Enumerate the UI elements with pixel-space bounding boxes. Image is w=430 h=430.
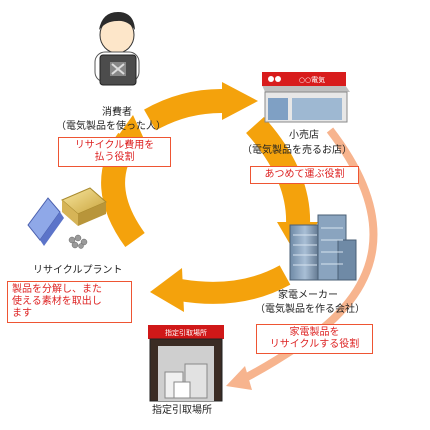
consumer-subtitle: （電気製品を使った人）	[56, 121, 166, 132]
store-building-icon	[262, 72, 350, 123]
consumer-person-icon	[94, 12, 140, 86]
plant-title: リサイクルプラント	[33, 265, 123, 276]
maker-title: 家電メーカー	[278, 290, 338, 301]
arrow-consumer-to-retailer	[144, 88, 226, 131]
maker-role-box: 家電製品を リサイクルする役割	[256, 324, 373, 354]
arrow-retailer-to-site	[243, 127, 378, 382]
arrowhead-peach-icon	[226, 366, 252, 390]
store-sign: ○○電気	[299, 75, 325, 84]
consumer-title: 消費者	[102, 107, 132, 118]
consumer-role-box: リサイクル費用を 払う役割	[58, 137, 171, 167]
retailer-subtitle: （電気製品を売るお店）	[242, 145, 352, 156]
arrow-maker-to-site	[178, 265, 291, 304]
collection-site-title: 指定引取場所	[152, 405, 212, 416]
collection-site-building-icon	[148, 325, 224, 402]
arrowhead-right-icon	[222, 82, 258, 120]
retailer-title: 小売店	[289, 130, 319, 141]
maker-subtitle: （電気製品を作る会社）	[255, 304, 365, 315]
arrowhead-left-icon	[150, 268, 184, 312]
office-building-icon	[289, 214, 357, 281]
collection-site-sign: 指定引取場所	[165, 328, 207, 337]
plant-role-box: 製品を分解し、また 使える素材を取出し ます	[7, 281, 132, 323]
retailer-role-box: あつめて運ぶ役割	[250, 166, 359, 184]
recycled-materials-icon	[27, 187, 107, 249]
